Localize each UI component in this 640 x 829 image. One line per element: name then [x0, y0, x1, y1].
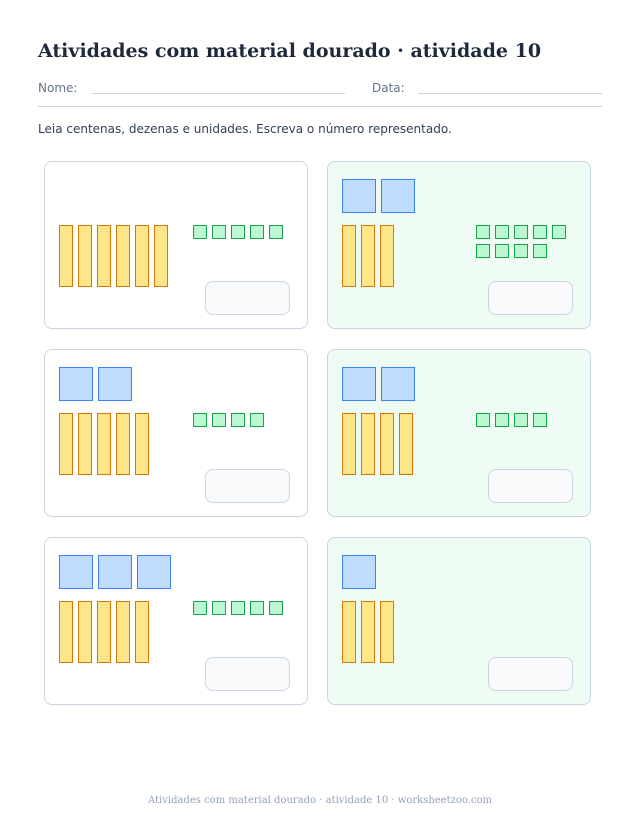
unit-cube — [476, 413, 490, 427]
unit-cube — [533, 225, 547, 239]
unit-cube — [193, 225, 207, 239]
unit-cube — [212, 601, 226, 615]
unit-cube — [193, 413, 207, 427]
unit-cube — [495, 225, 509, 239]
ten-rod — [361, 225, 375, 287]
ten-rod — [78, 601, 92, 663]
unit-cube — [269, 601, 283, 615]
hundreds-group — [342, 367, 415, 401]
hundred-block — [342, 367, 376, 401]
ten-rod — [116, 413, 130, 475]
units-group — [193, 413, 289, 427]
hundred-block — [98, 555, 132, 589]
hundred-block — [98, 367, 132, 401]
ten-rod — [78, 225, 92, 287]
instruction-text: Leia centenas, dezenas e unidades. Escre… — [38, 122, 452, 136]
page-title: Atividades com material dourado · ativid… — [38, 40, 542, 62]
name-field[interactable] — [92, 93, 345, 94]
ten-rod — [399, 413, 413, 475]
unit-cube — [552, 225, 566, 239]
header-divider — [38, 106, 602, 107]
hundred-block — [342, 555, 376, 589]
ten-rod — [361, 413, 375, 475]
exercise-card-1 — [44, 161, 308, 329]
unit-cube — [476, 225, 490, 239]
hundreds-group — [342, 179, 415, 213]
answer-box[interactable] — [488, 281, 573, 315]
ten-rod — [342, 413, 356, 475]
unit-cube — [533, 413, 547, 427]
ten-rod — [135, 601, 149, 663]
unit-cube — [269, 225, 283, 239]
tens-group — [59, 225, 168, 287]
unit-cube — [231, 225, 245, 239]
ten-rod — [97, 601, 111, 663]
hundred-block — [381, 367, 415, 401]
tens-group — [342, 413, 413, 475]
ten-rod — [380, 413, 394, 475]
ten-rod — [116, 601, 130, 663]
answer-box[interactable] — [488, 657, 573, 691]
ten-rod — [361, 601, 375, 663]
unit-cube — [212, 225, 226, 239]
hundred-block — [342, 179, 376, 213]
hundreds-group — [59, 367, 132, 401]
answer-box[interactable] — [205, 469, 290, 503]
unit-cube — [193, 601, 207, 615]
hundred-block — [137, 555, 171, 589]
unit-cube — [495, 413, 509, 427]
ten-rod — [135, 413, 149, 475]
ten-rod — [342, 601, 356, 663]
ten-rod — [116, 225, 130, 287]
unit-cube — [495, 244, 509, 258]
ten-rod — [59, 413, 73, 475]
units-group — [476, 413, 572, 427]
ten-rod — [342, 225, 356, 287]
exercise-card-5 — [44, 537, 308, 705]
unit-cube — [250, 225, 264, 239]
hundreds-group — [59, 555, 171, 589]
hundred-block — [59, 555, 93, 589]
date-field[interactable] — [418, 93, 602, 94]
ten-rod — [59, 601, 73, 663]
hundred-block — [381, 179, 415, 213]
exercise-card-4 — [327, 349, 591, 517]
exercise-card-3 — [44, 349, 308, 517]
exercise-card-6 — [327, 537, 591, 705]
answer-box[interactable] — [205, 281, 290, 315]
tens-group — [342, 601, 394, 663]
hundred-block — [59, 367, 93, 401]
units-group — [193, 225, 289, 239]
unit-cube — [250, 413, 264, 427]
unit-cube — [514, 244, 528, 258]
units-group — [193, 601, 289, 615]
unit-cube — [231, 601, 245, 615]
date-label: Data: — [372, 81, 405, 95]
units-group — [476, 225, 572, 258]
answer-box[interactable] — [205, 657, 290, 691]
ten-rod — [154, 225, 168, 287]
ten-rod — [380, 601, 394, 663]
unit-cube — [212, 413, 226, 427]
unit-cube — [533, 244, 547, 258]
unit-cube — [476, 244, 490, 258]
ten-rod — [78, 413, 92, 475]
answer-box[interactable] — [488, 469, 573, 503]
ten-rod — [97, 413, 111, 475]
tens-group — [59, 601, 149, 663]
hundreds-group — [342, 555, 376, 589]
name-label: Nome: — [38, 81, 78, 95]
footer-text: Atividades com material dourado · ativid… — [147, 795, 493, 806]
ten-rod — [97, 225, 111, 287]
ten-rod — [380, 225, 394, 287]
unit-cube — [250, 601, 264, 615]
tens-group — [342, 225, 394, 287]
ten-rod — [135, 225, 149, 287]
tens-group — [59, 413, 149, 475]
unit-cube — [514, 225, 528, 239]
ten-rod — [59, 225, 73, 287]
exercise-card-2 — [327, 161, 591, 329]
unit-cube — [231, 413, 245, 427]
unit-cube — [514, 413, 528, 427]
